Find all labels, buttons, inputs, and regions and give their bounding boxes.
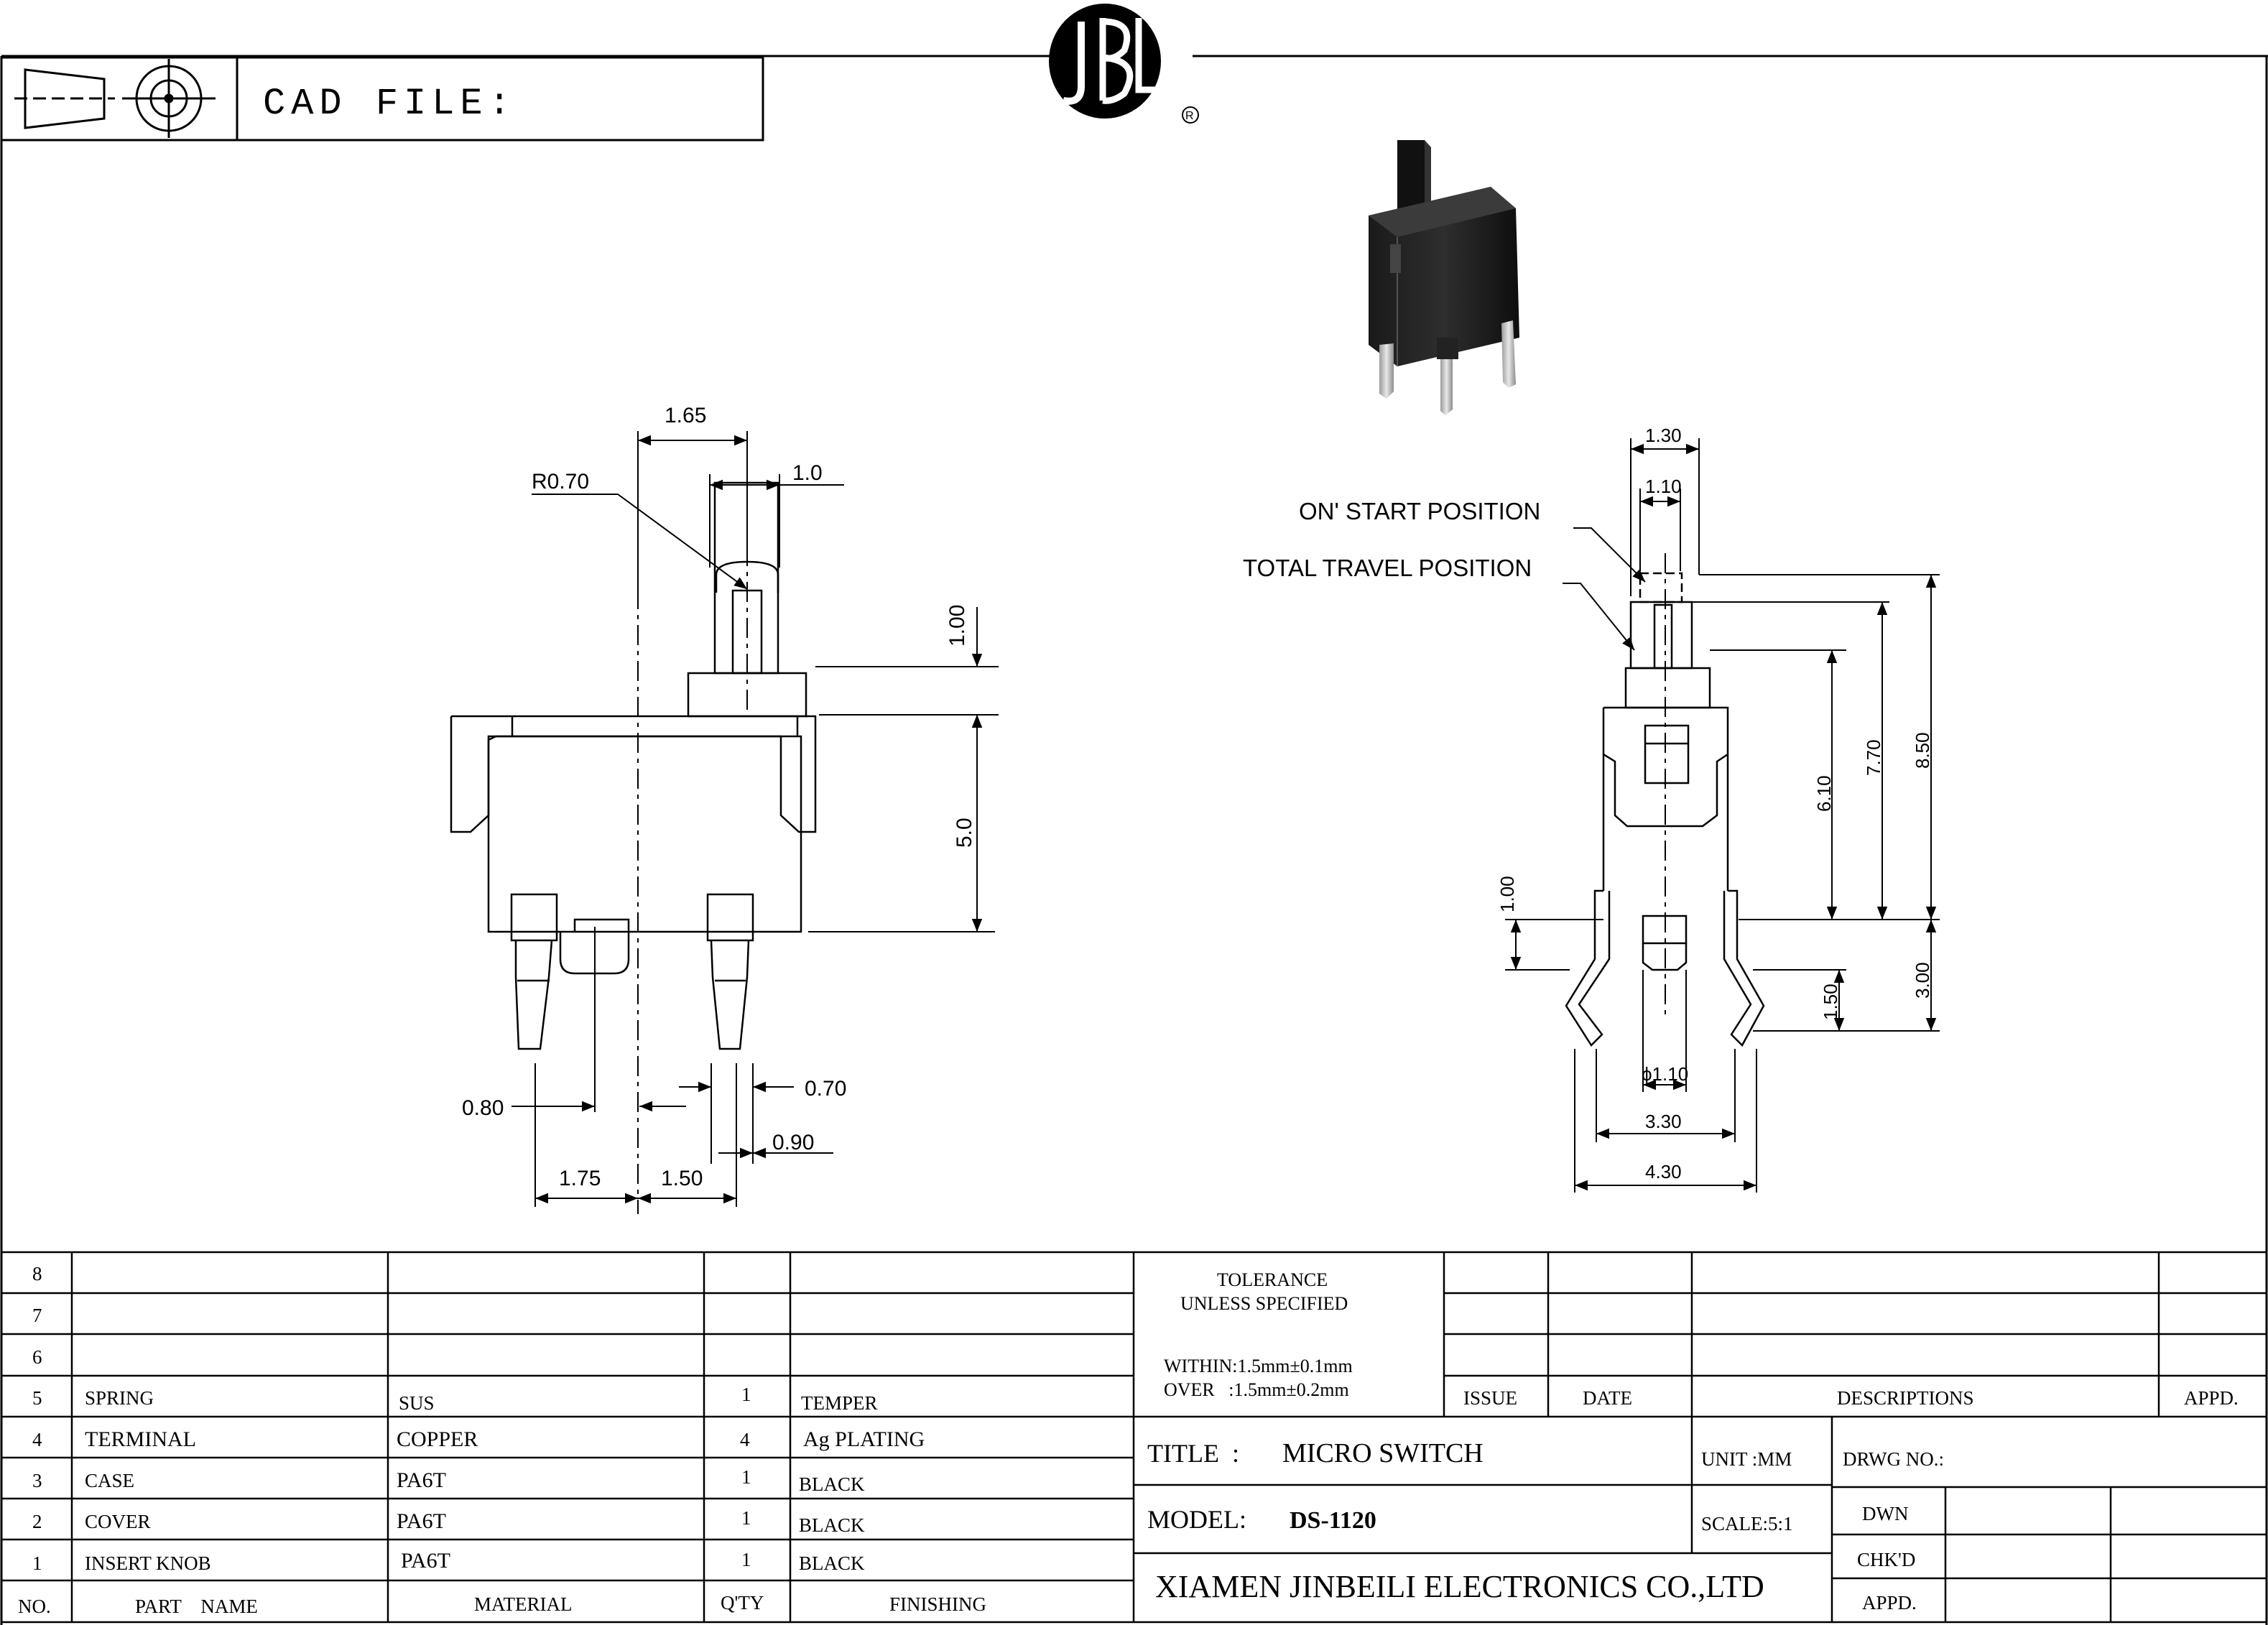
- bom-row-3-material: PA6T: [397, 1468, 446, 1492]
- dim-4-30: 4.30: [1645, 1161, 1682, 1182]
- chkd-label: CHK'D: [1857, 1549, 1915, 1570]
- title-block: TOLERANCE UNLESS SPECIFIED WITHIN:1.5mm±…: [1147, 1269, 2239, 1614]
- tolerance-subheading: UNLESS SPECIFIED: [1180, 1293, 1348, 1314]
- dim-5-0: 5.0: [953, 818, 976, 848]
- dim-1-00-side: 1.00: [1496, 876, 1518, 912]
- dim-1-00-front: 1.00: [945, 605, 969, 647]
- bom-row-5-finishing: TEMPER: [801, 1392, 878, 1414]
- jbl-logo: R: [1049, 4, 1199, 124]
- bom-row-1-part: INSERT KNOB: [85, 1552, 211, 1574]
- model-value: DS-1120: [1290, 1507, 1376, 1534]
- dim-1-65: 1.65: [665, 404, 706, 427]
- bom-row-1-qty: 1: [741, 1549, 751, 1570]
- side-dimensions: [1505, 438, 1940, 1193]
- front-centerlines: [637, 546, 748, 1214]
- dim-1-0: 1.0: [792, 461, 823, 485]
- dwn-label: DWN: [1862, 1503, 1908, 1524]
- bom-header-part: PART NAME: [135, 1596, 258, 1617]
- bom-row-2-material: PA6T: [397, 1509, 446, 1533]
- issue-header: ISSUE: [1463, 1387, 1517, 1409]
- dim-3-30: 3.30: [1645, 1111, 1682, 1132]
- dim-0-80: 0.80: [462, 1096, 504, 1120]
- title-value: MICRO SWITCH: [1282, 1438, 1484, 1468]
- scale-label: SCALE:5:1: [1701, 1513, 1793, 1534]
- appd-header: APPD.: [2184, 1387, 2239, 1409]
- bom-row-5-material: SUS: [399, 1392, 435, 1414]
- front-dimension-labels: 1.65 1.0 R0.70 1.00 5.0 0.80 0.70 0.90 1…: [462, 404, 976, 1190]
- bom-header-finishing: FINISHING: [889, 1593, 986, 1615]
- dim-8-50: 8.50: [1912, 732, 1933, 769]
- dim-1-50-front: 1.50: [661, 1167, 703, 1190]
- dim-1-30: 1.30: [1645, 425, 1682, 446]
- dim-7-70: 7.70: [1863, 739, 1884, 776]
- dim-6-10: 6.10: [1813, 775, 1835, 812]
- bom-row-1-material: PA6T: [401, 1549, 450, 1573]
- bom-row-1-finishing: BLACK: [799, 1552, 865, 1574]
- front-view: [450, 481, 817, 1050]
- bom-row-4-part: TERMINAL: [85, 1427, 196, 1451]
- bom-header-material: MATERIAL: [474, 1593, 573, 1615]
- tolerance-within: WITHIN:1.5mm±0.1mm: [1164, 1356, 1353, 1376]
- side-dimension-labels: 1.30 1.10 ON' START POSITION TOTAL TRAVE…: [1243, 425, 1933, 1182]
- dim-3-00: 3.00: [1912, 962, 1933, 999]
- bom-row-4-finishing: Ag PLATING: [803, 1427, 925, 1451]
- bom-header-qty: Q'TY: [721, 1592, 764, 1614]
- registered-mark: R: [1185, 110, 1194, 122]
- model-label: MODEL:: [1147, 1505, 1246, 1534]
- bom-header-no: NO.: [18, 1596, 51, 1617]
- bom-row-3-no: 3: [32, 1470, 42, 1491]
- bom-row-8-no: 8: [32, 1263, 42, 1284]
- descriptions-header: DESCRIPTIONS: [1837, 1387, 1974, 1409]
- tolerance-heading: TOLERANCE: [1217, 1269, 1328, 1290]
- dim-0-90: 0.90: [772, 1131, 814, 1154]
- dim-1-10: 1.10: [1645, 476, 1682, 497]
- bom-row-4-qty: 4: [740, 1429, 750, 1450]
- bom-row-1-no: 1: [32, 1552, 42, 1574]
- title-label: TITLE :: [1147, 1439, 1239, 1468]
- drawing-number-label: DRWG NO.:: [1843, 1448, 1944, 1470]
- bom-table: 8 7 6 5 SPRING SUS 1 TEMPER 4 TERMINAL C…: [18, 1263, 986, 1617]
- label-on-start-position: ON' START POSITION: [1299, 498, 1540, 524]
- dim-1-50-side: 1.50: [1820, 983, 1841, 1020]
- dim-0-70: 0.70: [805, 1077, 846, 1101]
- bom-row-7-no: 7: [32, 1305, 42, 1326]
- tolerance-over: OVER :1.5mm±0.2mm: [1164, 1379, 1349, 1400]
- front-dimensions: [512, 431, 999, 1207]
- label-total-travel-position: TOTAL TRAVEL POSITION: [1243, 555, 1532, 581]
- bom-row-3-qty: 1: [741, 1466, 751, 1488]
- bom-row-5-no: 5: [32, 1387, 42, 1409]
- bom-row-4-no: 4: [32, 1429, 42, 1450]
- bom-row-2-part: COVER: [85, 1511, 151, 1532]
- bom-row-5-part: SPRING: [85, 1387, 154, 1409]
- sheet-frame: [0, 55, 2268, 1625]
- bom-row-6-no: 6: [32, 1346, 42, 1368]
- cad-file-label: CAD FILE:: [263, 83, 517, 125]
- dim-phi-1-10: ϕ1.10: [1642, 1063, 1688, 1085]
- bom-row-2-no: 2: [32, 1511, 42, 1532]
- side-view: [1565, 572, 1765, 1047]
- date-header: DATE: [1583, 1387, 1632, 1409]
- projection-symbol-icon: [14, 59, 216, 138]
- company-name: XIAMEN JINBEILI ELECTRONICS CO.,LTD: [1155, 1569, 1764, 1604]
- product-photo: [1369, 140, 1519, 415]
- dim-1-75: 1.75: [559, 1167, 601, 1190]
- bom-row-4-material: COPPER: [397, 1427, 478, 1451]
- bom-row-5-qty: 1: [741, 1384, 751, 1405]
- title-block-grid: [1134, 1252, 2267, 1622]
- bom-table-grid: [1, 1251, 2267, 1624]
- appd-label: APPD.: [1862, 1592, 1917, 1614]
- bom-row-2-finishing: BLACK: [799, 1514, 865, 1536]
- bom-row-2-qty: 1: [741, 1507, 751, 1529]
- bom-row-3-part: CASE: [85, 1470, 134, 1491]
- dim-r0-70: R0.70: [532, 470, 589, 494]
- unit-label: UNIT :MM: [1701, 1448, 1792, 1470]
- bom-row-3-finishing: BLACK: [799, 1473, 865, 1495]
